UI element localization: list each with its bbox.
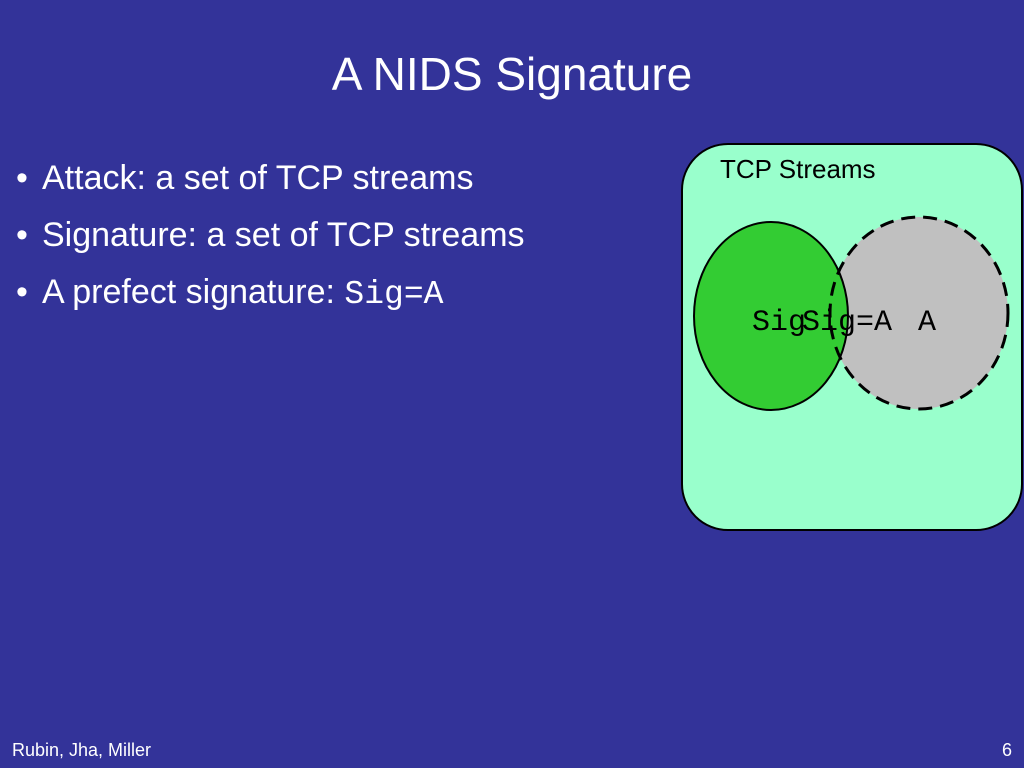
bullet-text: Attack: a set of TCP streams <box>42 159 474 197</box>
attack-set-fill <box>830 217 1008 409</box>
bullet-text: Signature: a set of TCP streams <box>42 216 525 254</box>
bullet-glyph: • <box>16 159 28 197</box>
bullet-item-signature: • Signature: a set of TCP streams <box>16 207 525 264</box>
bullet-glyph: • <box>16 273 28 311</box>
bullet-item-attack: • Attack: a set of TCP streams <box>16 150 525 207</box>
sig-label: Sig <box>752 306 806 340</box>
page-number: 6 <box>1001 740 1012 760</box>
attack-set-outline <box>828 215 1010 411</box>
slide-title: A NIDS Signature <box>331 48 693 100</box>
footer-authors: Rubin, Jha, Miller <box>12 740 152 760</box>
bullet-list: • Attack: a set of TCP streams • Signature… <box>16 150 525 323</box>
bullet-text: A prefect signature: <box>42 273 345 311</box>
attack-label: A <box>918 306 936 340</box>
overlap-label: Sig=A <box>802 306 892 340</box>
bullet-glyph: • <box>16 216 28 254</box>
sig-set <box>693 221 849 411</box>
universe-label: TCP Streams <box>720 154 876 184</box>
bullet-item-perfect-signature: • A prefect signature: Sig=A <box>16 264 525 323</box>
bullet-code: Sig=A <box>344 276 444 313</box>
